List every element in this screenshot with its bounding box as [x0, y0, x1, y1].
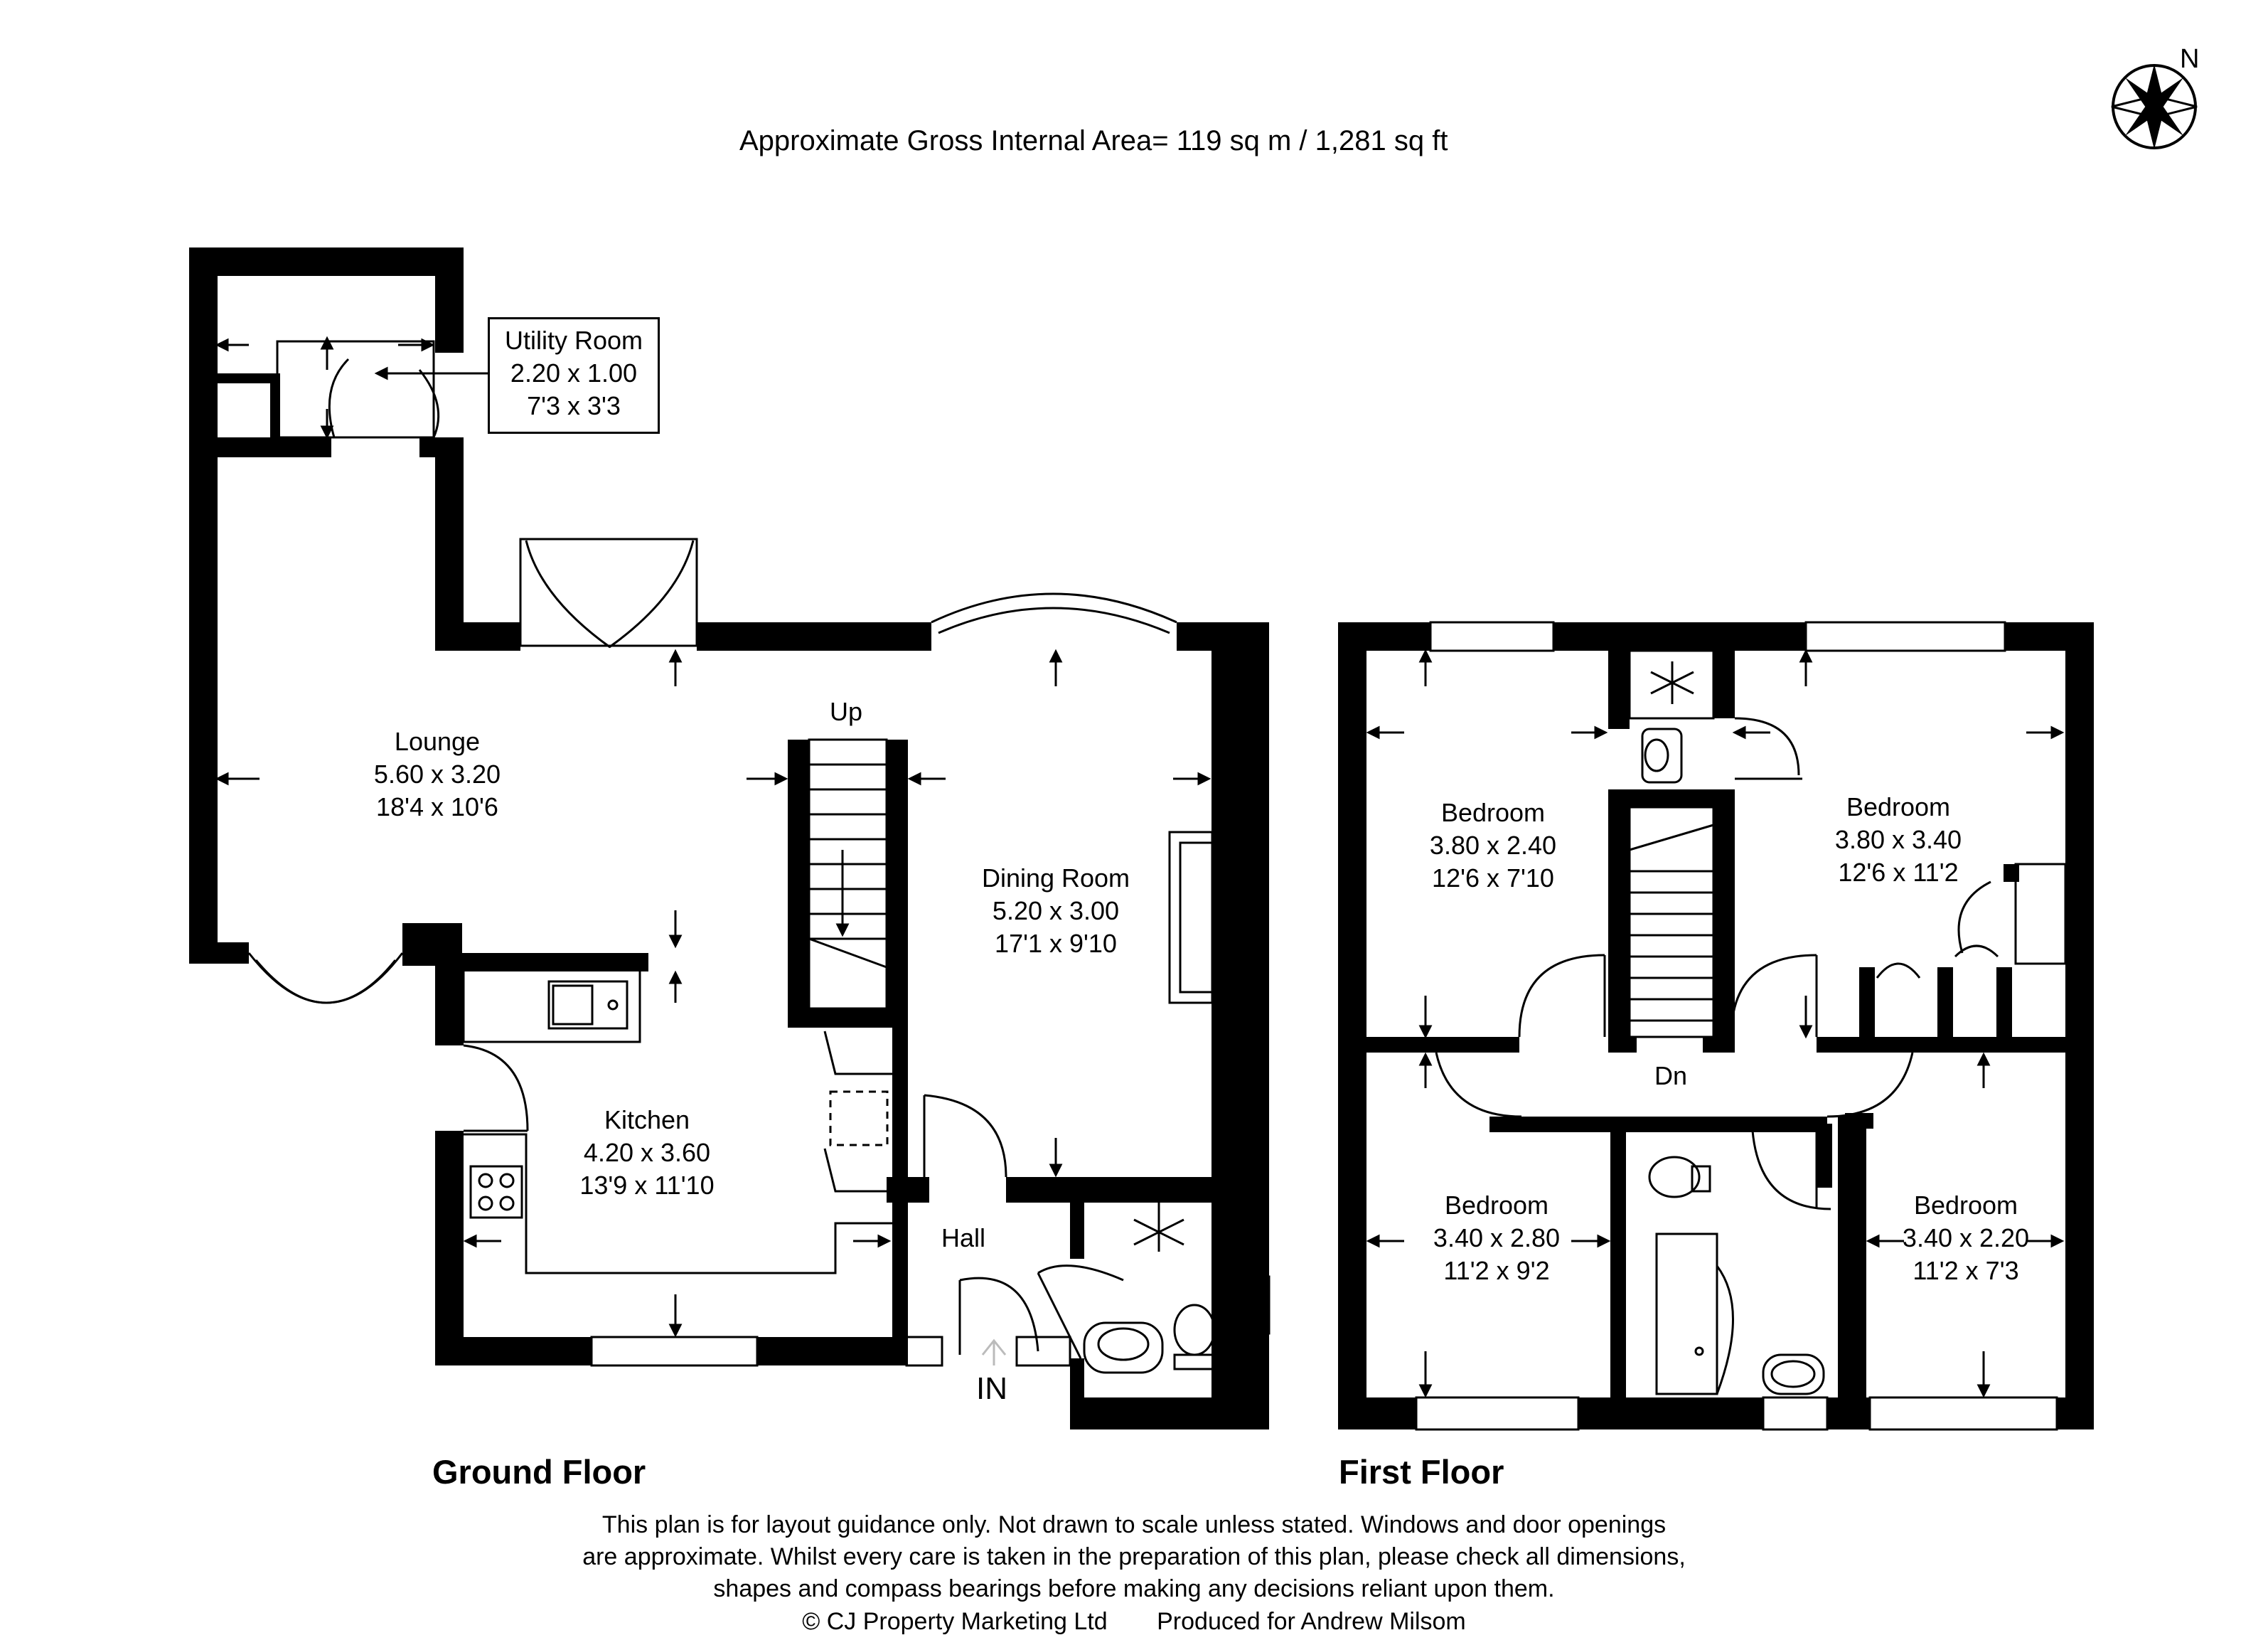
disclaimer-line: are approximate. Whilst every care is ta… [582, 1543, 1686, 1571]
room-metric: 4.20 x 3.60 [583, 1138, 711, 1168]
hall-label: Hall [910, 1222, 1017, 1255]
disclaimer-footer: © CJ Property Marketing Ltd Produced for… [0, 1606, 2268, 1638]
bedroom-2-label: Bedroom 3.80 x 3.40 12'6 x 11'2 [1792, 791, 2005, 889]
utility-room-label-box [488, 317, 660, 434]
gross-area-title: Approximate Gross Internal Area= 119 sq … [739, 125, 1448, 156]
room-name: Dining Room [981, 863, 1130, 893]
produced-for-text: Produced for Andrew Milsom [1157, 1607, 1466, 1635]
room-metric: 5.60 x 3.20 [373, 760, 501, 789]
room-name: Bedroom [1846, 792, 1951, 821]
stair-treads-first [1628, 806, 1715, 1038]
room-metric: 3.80 x 3.40 [1834, 825, 1962, 855]
room-imperial: 11'2 x 7'3 [1913, 1256, 2019, 1286]
utility-label-leader [374, 366, 488, 380]
stairs-down-label: Dn [1654, 1061, 1688, 1090]
dining-room-label: Dining Room 5.20 x 3.00 17'1 x 9'10 [931, 862, 1180, 960]
copyright-text: © CJ Property Marketing Ltd [802, 1607, 1108, 1635]
stairs-up-label: Up [829, 697, 863, 726]
disclaimer-line: This plan is for layout guidance only. N… [601, 1511, 1667, 1538]
first-floor-caption: First Floor [1339, 1453, 1504, 1491]
disclaimer-line: shapes and compass bearings before makin… [713, 1575, 1555, 1603]
room-name: Utility Room [504, 326, 643, 355]
room-name: Kitchen [604, 1105, 690, 1134]
bedroom-4-label: Bedroom 3.40 x 2.20 11'2 x 7'3 [1859, 1189, 2072, 1287]
ground-floor-caption: Ground Floor [432, 1453, 646, 1491]
room-name: Hall [941, 1223, 985, 1252]
stair-treads-ground [808, 738, 888, 1010]
entrance-arrow-icon [981, 1338, 1007, 1365]
room-imperial: 17'1 x 9'10 [995, 929, 1117, 959]
room-metric: 3.40 x 2.20 [1902, 1223, 2030, 1253]
compass-north-label: N [2180, 44, 2200, 74]
room-imperial: 7'3 x 3'3 [527, 391, 621, 421]
disclaimer: This plan is for layout guidance only. N… [0, 1509, 2268, 1638]
utility-room-label: Utility Room 2.20 x 1.00 7'3 x 3'3 [488, 324, 660, 422]
first-floor-walls [1338, 622, 2094, 1429]
room-metric: 3.80 x 2.40 [1429, 831, 1557, 861]
room-imperial: 13'9 x 11'10 [579, 1171, 715, 1200]
room-name: Bedroom [1440, 798, 1546, 827]
bedroom-1-label: Bedroom 3.80 x 2.40 12'6 x 7'10 [1386, 797, 1600, 895]
lounge-label: Lounge 5.60 x 3.20 18'4 x 10'6 [313, 725, 562, 824]
room-name: Bedroom [1913, 1191, 2018, 1220]
room-imperial: 18'4 x 10'6 [376, 792, 498, 822]
room-metric: 3.40 x 2.80 [1433, 1223, 1561, 1253]
kitchen-label: Kitchen 4.20 x 3.60 13'9 x 11'10 [523, 1104, 771, 1202]
room-metric: 5.20 x 3.00 [992, 896, 1120, 926]
room-name: Bedroom [1444, 1191, 1549, 1220]
ground-floor-fixtures [247, 340, 1271, 1374]
ground-floor-walls [189, 247, 1269, 1429]
room-imperial: 12'6 x 11'2 [1838, 858, 1959, 888]
dimension-arrows-ground [215, 336, 1211, 1338]
dimension-arrows-first [1366, 649, 2065, 1398]
compass-icon [2111, 64, 2198, 149]
room-imperial: 12'6 x 7'10 [1432, 863, 1554, 893]
first-floor-fixtures [1415, 621, 2067, 1431]
room-name: Lounge [394, 727, 481, 756]
bedroom-3-label: Bedroom 3.40 x 2.80 11'2 x 9'2 [1390, 1189, 1603, 1287]
entrance-label: IN [976, 1371, 1007, 1406]
room-imperial: 11'2 x 9'2 [1443, 1256, 1550, 1286]
room-metric: 2.20 x 1.00 [510, 358, 638, 388]
